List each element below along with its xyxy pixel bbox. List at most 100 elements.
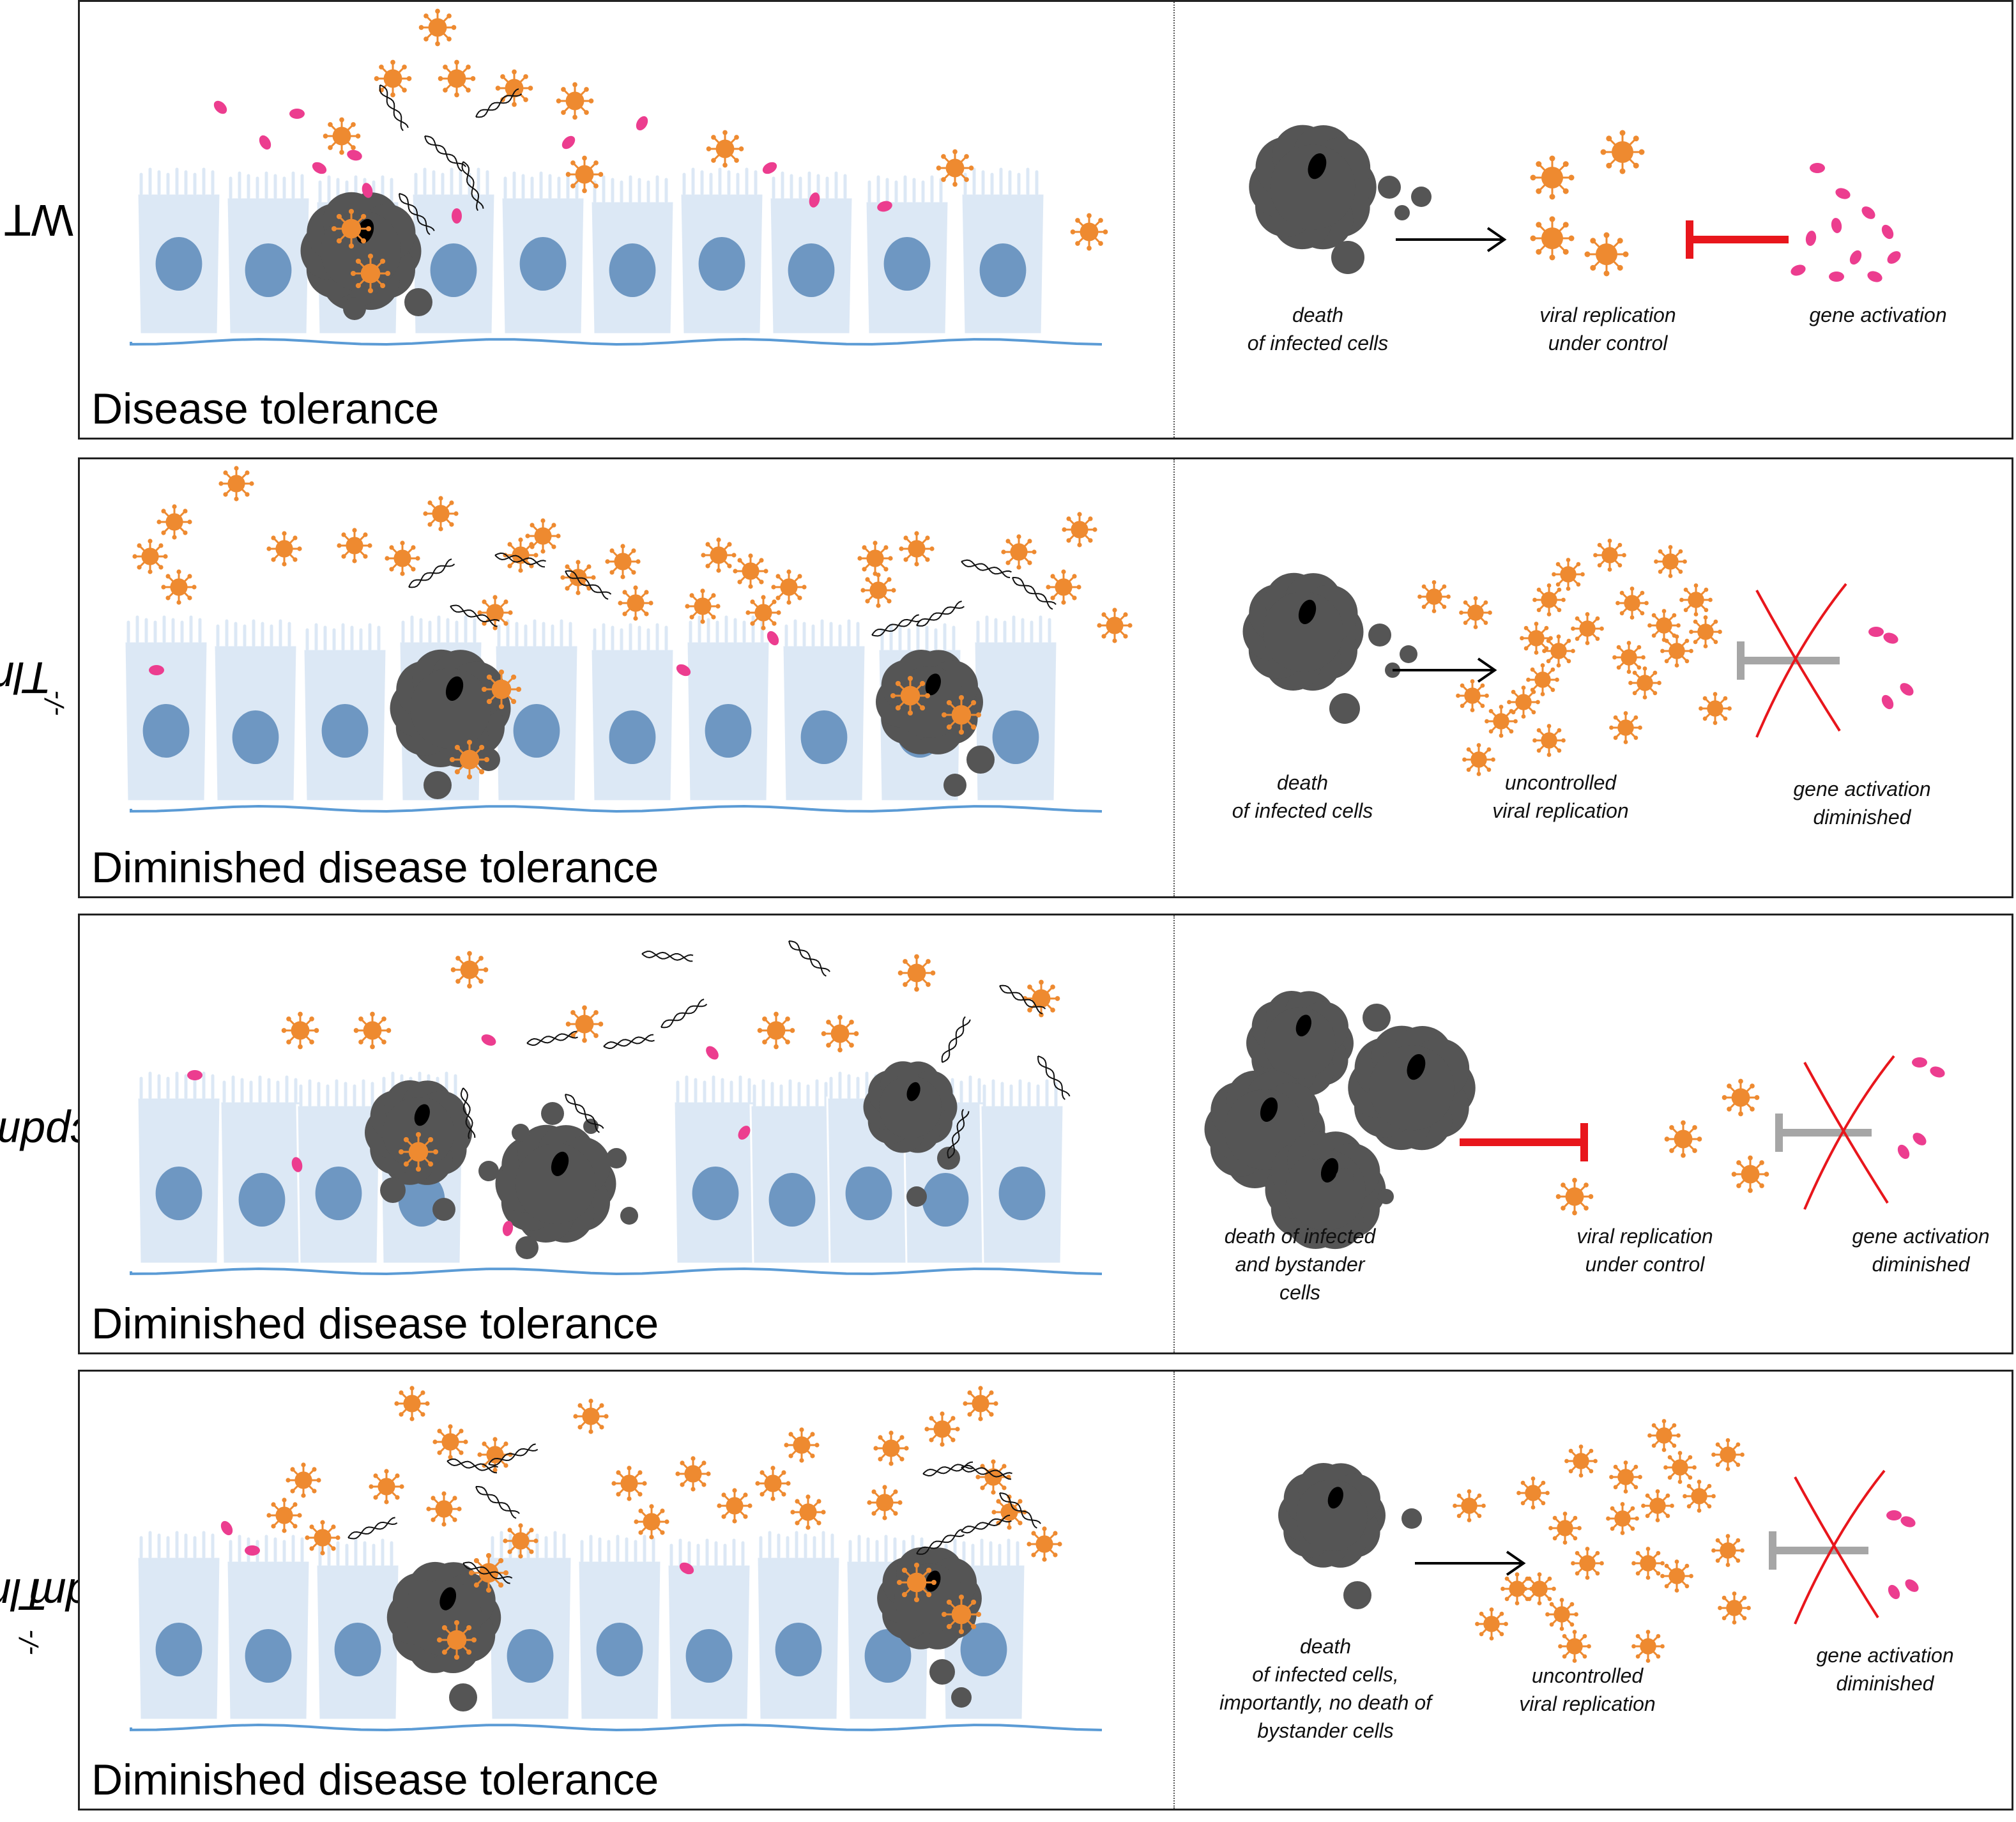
virus-particle — [867, 1485, 903, 1520]
virus-particle — [503, 1523, 538, 1559]
virus-particle — [1615, 586, 1649, 620]
virus-particle — [1600, 130, 1645, 174]
virus-particle — [1584, 232, 1629, 277]
virus-particle — [701, 537, 737, 573]
inhibition-bar-lost — [1737, 641, 1840, 680]
virus-particle — [281, 1011, 319, 1050]
virus-particle — [1564, 1444, 1598, 1478]
interferon-dot — [149, 665, 164, 675]
dsrna-strand — [408, 558, 455, 588]
apoptotic-fragment — [1336, 1168, 1354, 1186]
basement-membrane — [130, 1724, 1103, 1731]
interferon-dot — [1791, 264, 1806, 276]
panel-divider — [1173, 459, 1175, 896]
interferon-dot — [1868, 627, 1884, 637]
virus-particle — [1526, 663, 1559, 696]
panel-wt-scene — [130, 8, 1901, 346]
panel-title: Disease tolerance — [91, 385, 439, 433]
epithelial-cell — [756, 1531, 841, 1721]
dsrna-strand — [961, 559, 1012, 579]
interferon-dot — [1810, 163, 1825, 173]
interferon-dot — [1913, 1133, 1927, 1145]
dead-cell-nucleus — [925, 673, 941, 696]
virus-particle — [1641, 1489, 1674, 1522]
dead-cell-nucleus — [1407, 1053, 1426, 1080]
virus-particle — [1548, 1512, 1582, 1545]
cell-nucleus — [334, 1623, 381, 1676]
genotype-label-tlr3-cpdm: Tlr3-/-.cpdm — [0, 1570, 150, 1656]
progression-arrow — [1415, 1550, 1526, 1576]
virus-particle — [450, 951, 489, 989]
virus-particle — [1507, 685, 1540, 719]
virus-particle — [1555, 1177, 1594, 1216]
dead-cell-nucleus — [551, 1151, 569, 1176]
virus-particle — [353, 1011, 392, 1050]
cell-nucleus — [155, 1623, 202, 1676]
apoptotic-fragment — [541, 1102, 564, 1125]
virus-particle — [717, 1488, 752, 1524]
virus-particle — [1711, 1438, 1745, 1471]
virus-particle — [1046, 569, 1081, 605]
basement-membrane — [130, 1267, 1103, 1275]
dead-cell-nucleus — [1308, 153, 1327, 180]
virus-particle — [1530, 216, 1575, 261]
cross-mark — [1794, 1469, 1886, 1625]
cell-nucleus — [800, 710, 848, 764]
dsrna-strand — [460, 1087, 476, 1139]
epithelial-cell — [749, 1079, 835, 1265]
virus-particle — [374, 59, 412, 98]
dead-cell — [300, 192, 422, 310]
dsrna-strand — [379, 84, 409, 132]
virus-particle — [1532, 583, 1566, 616]
cell-nucleus — [238, 1173, 286, 1227]
dsrna-strand — [871, 614, 922, 637]
virus-particle — [525, 518, 561, 554]
dsrna-strand — [461, 161, 484, 211]
epithelial-cell — [219, 1075, 305, 1265]
virus-particle — [618, 585, 653, 621]
virus-particle — [924, 1411, 960, 1447]
dead-cell-nucleus — [439, 1587, 457, 1611]
epithelial-cell — [864, 175, 950, 335]
interferon-dot — [312, 162, 327, 174]
virus-particle — [1647, 609, 1681, 642]
cell-nucleus — [788, 243, 835, 297]
epithelial-cell — [302, 623, 388, 802]
virus-particle — [495, 69, 533, 107]
virus-particle — [1558, 1630, 1591, 1663]
cross-mark — [1755, 583, 1847, 738]
interferon-dot — [502, 1221, 514, 1236]
virus-particle — [1679, 583, 1713, 616]
virus-particle — [1609, 1460, 1642, 1494]
virus-particle — [733, 553, 768, 589]
cell-nucleus — [692, 1167, 739, 1220]
interferon-dot — [877, 201, 892, 212]
dead-cell-nucleus — [1298, 599, 1317, 624]
virus-particle — [436, 1619, 477, 1660]
virus-particle — [1417, 580, 1451, 613]
epithelial-cell — [315, 1538, 401, 1721]
virus-particle — [1001, 534, 1037, 570]
dsrna-strand — [462, 1561, 513, 1584]
virus-particle — [161, 569, 197, 605]
virus-particle — [331, 208, 372, 249]
dsrna-strand — [526, 1030, 578, 1046]
virus-particle — [1722, 1078, 1760, 1117]
virus-particle — [1631, 1547, 1665, 1580]
interferon-dot — [636, 116, 648, 131]
epithelial-cell — [781, 619, 867, 802]
epithelial-cell — [225, 1535, 311, 1721]
cell-nucleus — [768, 1173, 816, 1227]
cell-nucleus — [513, 704, 560, 758]
dead-cell — [876, 649, 983, 754]
virus-particle — [1647, 1419, 1681, 1452]
caption-viral-replication: uncontrolled viral replication — [1492, 771, 1629, 822]
epithelial-cell — [500, 171, 586, 335]
interferon-dot — [706, 1046, 719, 1060]
cell-nucleus — [685, 1629, 733, 1683]
virus-particle — [1070, 213, 1108, 251]
apoptotic-fragment — [1308, 1144, 1324, 1160]
epithelial-cell — [136, 167, 222, 335]
interferon-dot — [1829, 272, 1844, 282]
dead-cell-nucleus — [906, 1082, 920, 1101]
